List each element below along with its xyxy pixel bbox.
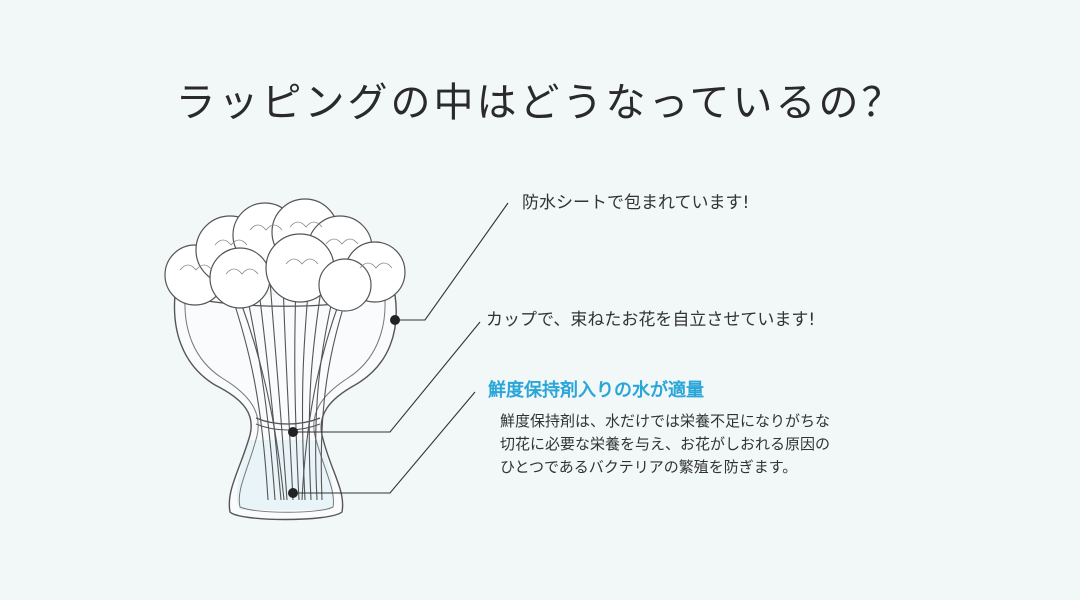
leader-dot-cup [288,427,298,437]
leader-dot-water [288,488,298,498]
leader-line-water [293,391,476,494]
leader-line-cup [293,321,481,433]
water-description-line: 鮮度保持剤は、水だけでは栄養不足になりがちな [500,412,831,430]
callout-water-description: 鮮度保持剤は、水だけでは栄養不足になりがちな 切花に必要な栄養を与え、お花がしお… [500,410,900,479]
page-title: ラッピングの中はどうなっているの？ [175,80,905,126]
callout-cup-label: カップで、束ねたお花を自立させています! [486,310,816,330]
wrapping-sheet [173,294,397,521]
stem-band-2 [255,423,321,431]
leader-line-sheet [395,202,509,321]
stem-band [255,417,321,425]
leader-dot-sheet [390,315,400,325]
wrapping-sheet-inner [184,299,386,513]
water-description-line: ひとつであるバクテリアの繁殖を防ぎます。 [500,458,798,476]
callout-sheet-label: 防水シートで包まれています! [522,193,750,213]
water-description-line: 切花に必要な栄養を与え、お花がしおれる原因の [500,435,831,453]
leader-lines [293,202,509,494]
callout-water-heading: 鮮度保持剤入りの水が適量 [488,380,704,401]
flower-heads [164,198,406,312]
flower-petal-detail [179,221,393,275]
flower-stems [229,279,349,501]
